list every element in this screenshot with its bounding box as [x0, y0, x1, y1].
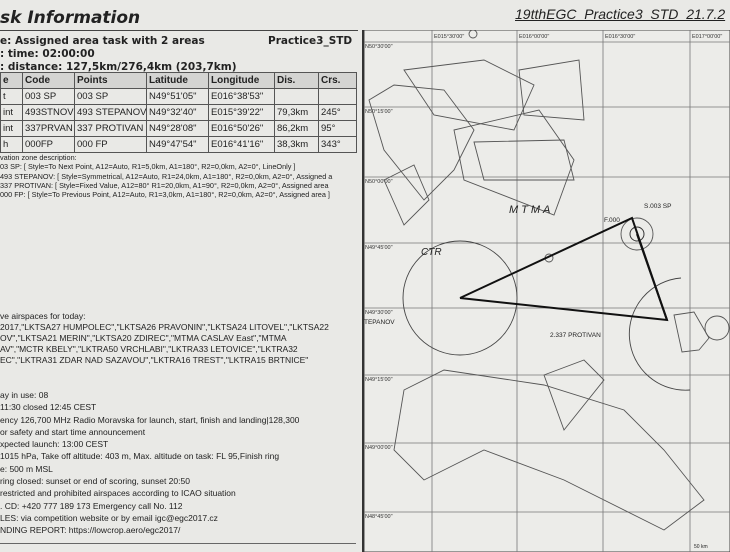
- task-info-panel: sk Information e: Assigned area task wit…: [0, 0, 360, 552]
- map-title: 19tthEGC_Practice3_STD_21.7.2: [515, 6, 726, 22]
- ctr-label: CTR: [421, 247, 442, 258]
- finish-ring: [629, 226, 645, 242]
- task-distance: : distance: 127,5km/276,4km (203,7km): [0, 61, 237, 73]
- lat-label: N49°15'00": [365, 377, 393, 383]
- lon-label: E017°00'00": [692, 34, 722, 40]
- page-title: sk Information: [0, 8, 358, 31]
- stepanov-label: TEPANOV: [364, 319, 395, 326]
- lat-label: N50°00'00": [365, 179, 393, 185]
- protivan-label: 2.337 PROTIVAN: [550, 332, 601, 339]
- lat-label: N50°30'00": [365, 44, 393, 50]
- divider: [362, 30, 364, 552]
- divider: [0, 543, 356, 544]
- active-airspaces: ve airspaces for today:2017,"LKTSA27 HUM…: [0, 311, 329, 365]
- start-ring: [620, 217, 654, 251]
- task-type: e: Assigned area task with 2 areas: [0, 35, 205, 47]
- protivan-area: [628, 277, 691, 391]
- lat-label: N49°00'00": [365, 445, 393, 451]
- lat-label: N49°30'00": [365, 310, 393, 316]
- lat-label: N49°45'00": [365, 245, 393, 251]
- task-time: : time: 02:00:00: [0, 48, 95, 60]
- lon-label: E016°30'00": [605, 34, 635, 40]
- task-name: Practice3_STD: [268, 35, 353, 47]
- lat-label: N48°45'00": [365, 514, 393, 520]
- airspace-outlines: [368, 30, 730, 531]
- fp-label: F.000: [604, 217, 620, 224]
- lon-label: E016°00'00": [519, 34, 549, 40]
- task-map: E015°30'00" E016°00'00" E016°30'00" E017°00…: [364, 30, 730, 552]
- lon-label: E015°30'00": [434, 34, 464, 40]
- scale-label: 50 km: [694, 544, 708, 550]
- stepanov-area: [402, 240, 518, 356]
- lat-label: N50°15'00": [365, 109, 393, 115]
- sp-label: S.003 SP: [644, 203, 671, 210]
- mtma-label: MTMA: [509, 204, 553, 216]
- zone-description: vation zone description:03 SP: [ Style=T…: [0, 153, 333, 200]
